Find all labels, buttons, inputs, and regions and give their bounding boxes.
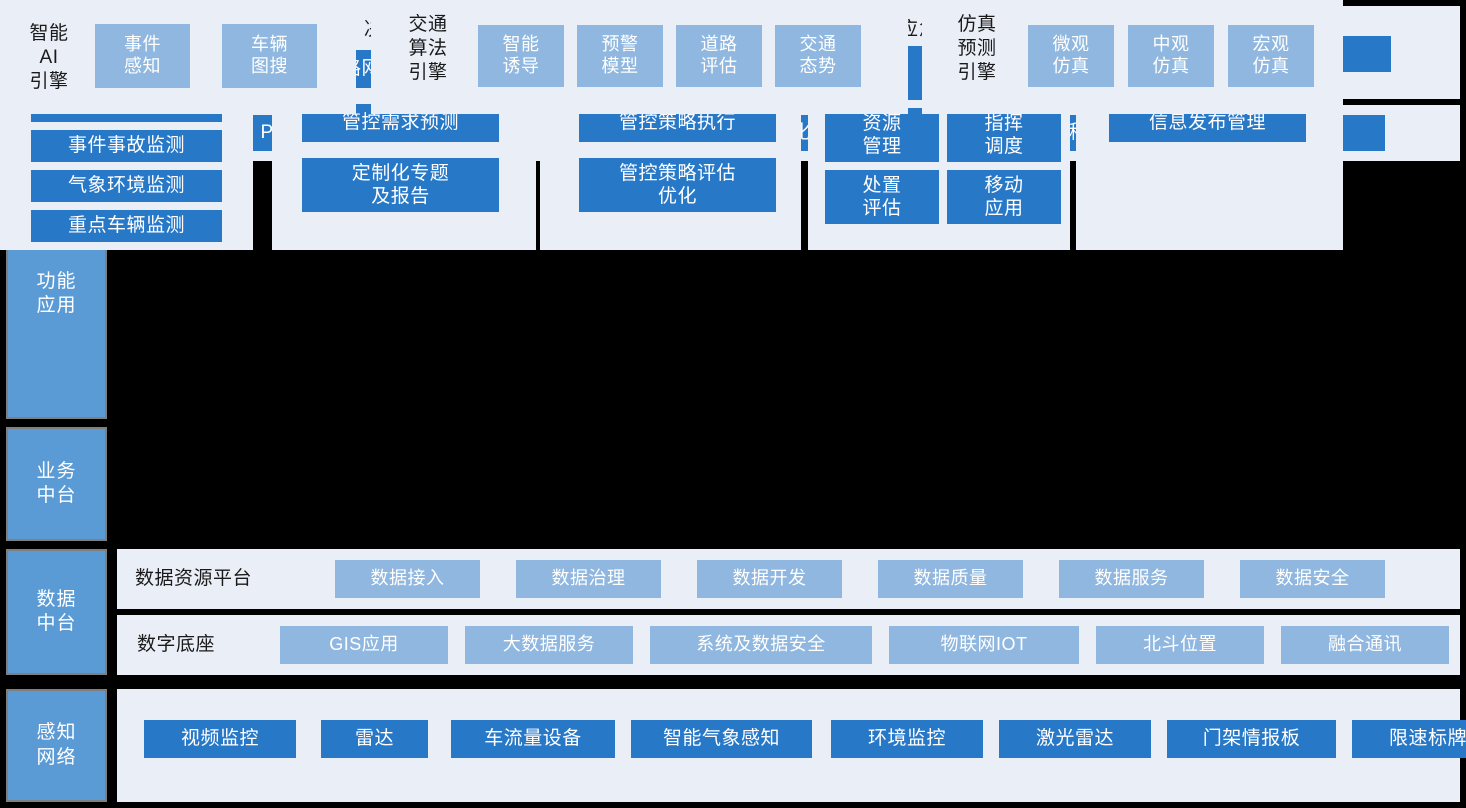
chip-label: 融合通讯 <box>1328 634 1402 655</box>
chip-label: 环境监控 <box>867 728 946 750</box>
foundation-item[interactable]: 融合通讯 <box>1281 626 1449 664</box>
business-group-traffic-algorithm-engine: 交通 算法 引擎 智能 诱导 预警 模型 道路 评估 交通 态势 <box>371 0 908 114</box>
data-resource-item[interactable]: 数据治理 <box>516 560 661 598</box>
digital-foundation-label: 数字底座 <box>137 634 216 655</box>
function-item[interactable]: 资源 管理 <box>825 108 939 162</box>
chip-label: 气象环境监测 <box>67 175 185 197</box>
chip-label: 移动 应用 <box>984 174 1024 219</box>
chip-label: 信息发布管理 <box>1148 112 1266 134</box>
business-item[interactable]: 道路 评估 <box>676 25 762 87</box>
chip-label: 数据服务 <box>1094 568 1169 589</box>
chip-label: 限速标牌 <box>1388 728 1466 750</box>
business-group-simulation-engine: 仿真 预测 引擎 微观 仿真 中观 仿真 宏观 仿真 <box>922 0 1343 114</box>
rail-item-data-platform[interactable]: 数据 中台 <box>6 549 107 675</box>
foundation-item[interactable]: 北斗位置 <box>1096 626 1264 664</box>
chip-label: 管控策略评估 优化 <box>618 162 736 207</box>
chip-label: 中观 仿真 <box>1152 34 1190 76</box>
chip-label: 预警 模型 <box>601 34 639 76</box>
chip-label: 指挥 调度 <box>984 112 1024 157</box>
chip-label: 雷达 <box>354 728 394 750</box>
digital-foundation-panel: 数字底座 GIS应用 大数据服务 系统及数据安全 物联网IOT 北斗位置 融合通… <box>117 615 1460 675</box>
foundation-item[interactable]: 大数据服务 <box>465 626 633 664</box>
business-item[interactable]: 智能 诱导 <box>478 25 564 87</box>
function-item[interactable]: 处置 评估 <box>825 170 939 224</box>
business-item[interactable]: 车辆 图搜 <box>222 24 317 88</box>
business-group-ai-engine: 智能 AI 引擎 事件 感知 车辆 图搜 <box>0 0 356 114</box>
chip-label: 管控策略执行 <box>618 112 736 134</box>
foundation-item[interactable]: 物联网IOT <box>889 626 1079 664</box>
function-item[interactable]: 重点车辆监测 <box>31 210 222 242</box>
foundation-item[interactable]: GIS应用 <box>280 626 448 664</box>
chip-label: 车流量设备 <box>484 728 582 750</box>
data-resource-label: 数据资源平台 <box>135 568 253 589</box>
chip-label: 事件 感知 <box>124 34 161 76</box>
sensor-item[interactable]: 环境监控 <box>831 720 983 758</box>
chip-label: 数据开发 <box>732 568 807 589</box>
engine-label: 智能 AI 引擎 <box>29 23 69 92</box>
chip-label: 激光雷达 <box>1035 728 1114 750</box>
data-resource-item[interactable]: 数据接入 <box>335 560 480 598</box>
chip-label: 门架情报板 <box>1202 728 1301 750</box>
sensor-item[interactable]: 激光雷达 <box>999 720 1151 758</box>
chip-label: 道路 评估 <box>700 34 738 76</box>
data-resource-item[interactable]: 数据开发 <box>697 560 842 598</box>
function-item[interactable]: 管控策略评估 优化 <box>579 158 776 212</box>
business-item[interactable]: 事件 感知 <box>95 24 190 88</box>
rail-item-sensing-network[interactable]: 感知 网络 <box>6 689 107 802</box>
chip-label: 视频监控 <box>180 728 259 750</box>
chip-label: 智能 诱导 <box>502 34 540 76</box>
function-item[interactable]: 移动 应用 <box>947 170 1061 224</box>
rail-label: 数据 中台 <box>36 588 77 634</box>
sensor-item[interactable]: 智能气象感知 <box>631 720 812 758</box>
function-item[interactable]: 定制化专题 及报告 <box>302 158 499 212</box>
data-resource-item[interactable]: 数据质量 <box>878 560 1023 598</box>
data-resource-item[interactable]: 数据服务 <box>1059 560 1204 598</box>
function-item[interactable]: 事件事故监测 <box>31 130 222 162</box>
chip-label: 数据接入 <box>370 568 445 589</box>
chip-label: 车辆 图搜 <box>251 34 288 76</box>
rail-label: 感知 网络 <box>36 722 77 768</box>
foundation-item[interactable]: 系统及数据安全 <box>650 626 872 664</box>
chip-label: 定制化专题 及报告 <box>351 162 450 207</box>
chip-label: 北斗位置 <box>1143 634 1217 655</box>
chip-label: 微观 仿真 <box>1052 34 1090 76</box>
business-item[interactable]: 交通 态势 <box>775 25 861 87</box>
chip-label: 大数据服务 <box>502 634 596 655</box>
chip-label: 智能气象感知 <box>662 728 780 750</box>
engine-label: 交通 算法 引擎 <box>408 14 448 83</box>
sensor-item[interactable]: 门架情报板 <box>1167 720 1336 758</box>
sensor-item[interactable]: 车流量设备 <box>451 720 615 758</box>
function-item[interactable]: 指挥 调度 <box>947 108 1061 162</box>
chip-label: 宏观 仿真 <box>1252 34 1290 76</box>
engine-label: 仿真 预测 引擎 <box>957 14 997 83</box>
sensor-item[interactable]: 限速标牌 <box>1352 720 1466 758</box>
chip-label: 事件事故监测 <box>67 135 185 157</box>
sensor-item[interactable]: 雷达 <box>321 720 428 758</box>
chip-label: GIS应用 <box>329 634 399 655</box>
business-item[interactable]: 中观 仿真 <box>1128 25 1214 87</box>
chip-label: 物联网IOT <box>940 634 1028 655</box>
business-item[interactable]: 预警 模型 <box>577 25 663 87</box>
rail-label: 业务 中台 <box>36 460 77 506</box>
data-resource-item[interactable]: 数据安全 <box>1240 560 1385 598</box>
chip-label: 重点车辆监测 <box>67 215 185 237</box>
chip-label: 交通 态势 <box>799 34 837 76</box>
business-item[interactable]: 微观 仿真 <box>1028 25 1114 87</box>
chip-label: 数据质量 <box>913 568 988 589</box>
rail-label: 功能 应用 <box>36 270 77 316</box>
chip-label: 系统及数据安全 <box>696 634 826 655</box>
function-item[interactable]: 气象环境监测 <box>31 170 222 202</box>
chip-label: 处置 评估 <box>862 174 902 219</box>
chip-label: 资源 管理 <box>862 112 902 157</box>
chip-label: 数据治理 <box>551 568 626 589</box>
data-resource-platform-panel: 数据资源平台 数据接入 数据治理 数据开发 数据质量 数据服务 数据安全 <box>117 549 1460 609</box>
business-item[interactable]: 宏观 仿真 <box>1228 25 1314 87</box>
sensing-network-panel: 视频监控 雷达 车流量设备 智能气象感知 环境监控 激光雷达 门架情报板 限速标… <box>117 689 1466 802</box>
chip-label: 数据安全 <box>1275 568 1350 589</box>
rail-item-business-platform[interactable]: 业务 中台 <box>6 427 107 541</box>
business-platform-row: 智能 AI 引擎 事件 感知 车辆 图搜 交通 算法 引擎 智能 诱导 预警 模… <box>0 0 1343 364</box>
chip-label: 管控需求预测 <box>341 112 459 134</box>
sensor-item[interactable]: 视频监控 <box>144 720 296 758</box>
